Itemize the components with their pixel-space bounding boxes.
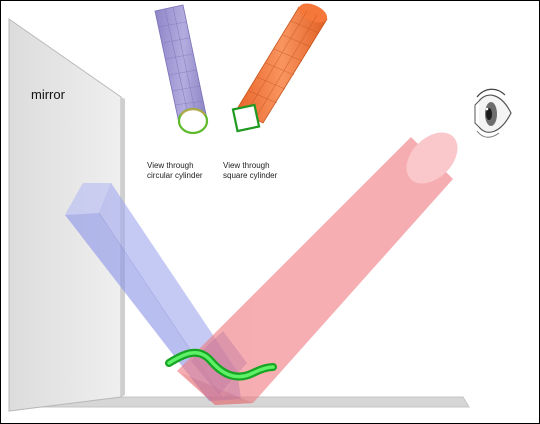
red-cylinder	[177, 132, 458, 405]
orange-square-cylinder	[231, 3, 328, 133]
mirror-label: mirror	[31, 87, 65, 102]
green-object	[165, 348, 277, 381]
purple-circular-cylinder	[154, 4, 209, 135]
view-circular-label: View through circular cylinder	[147, 161, 203, 180]
view-square-label: View through square cylinder	[223, 161, 278, 180]
eye-icon	[474, 88, 512, 138]
